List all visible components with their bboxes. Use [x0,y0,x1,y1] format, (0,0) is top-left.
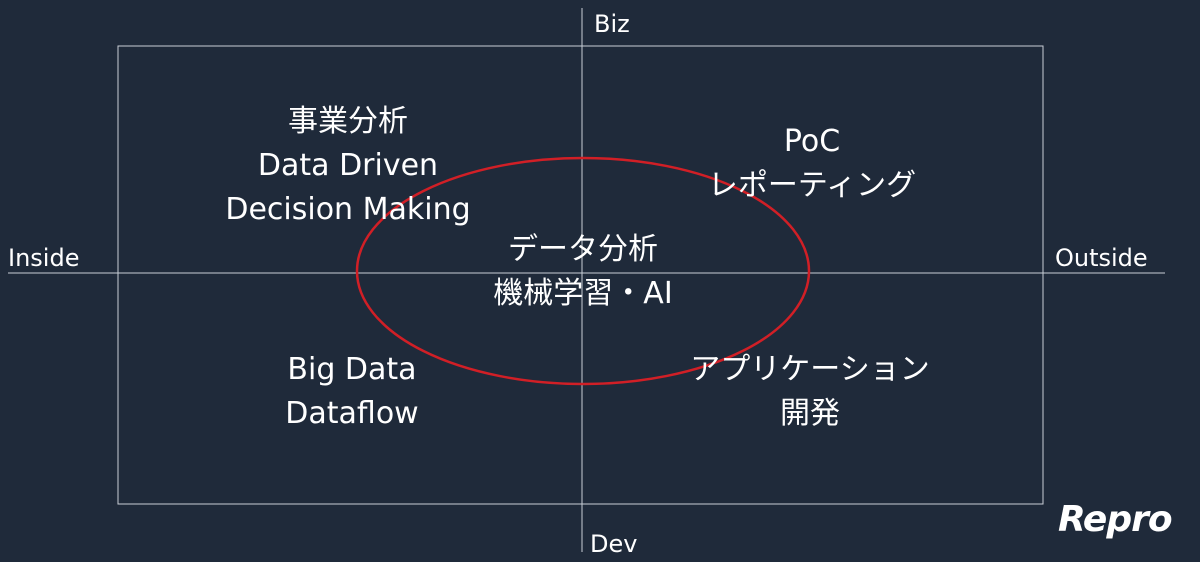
axis-label-left: Inside [8,244,80,272]
quadrant-center: データ分析 機械学習・AI [493,228,672,316]
quadrant-text-line: アプリケーション [690,352,930,387]
quadrant-text-line: 機械学習・AI [493,276,673,311]
repro-logo: Repro [1058,499,1173,540]
quadrant-top-right: PoC レポーティング [708,120,916,208]
quadrant-text-line: Decision Making [225,192,471,227]
quadrant-text-line: 事業分析 [287,104,408,139]
axis-label-top: Biz [594,10,630,38]
quadrant-bottom-right: アプリケーション 開発 [690,348,929,436]
quadrant-top-left: 事業分析 Data Driven Decision Making [225,100,470,232]
quadrant-text-line: Dataflow [285,396,419,431]
focus-ellipse [355,156,811,386]
axis-label-right: Outside [1055,244,1148,272]
quadrant-bottom-left: Big Data Dataflow [285,348,418,436]
quadrant-text-line: データ分析 [508,232,658,267]
axis-label-bottom: Dev [590,530,638,558]
quadrant-text-line: Big Data [287,352,417,387]
quadrant-text-line: レポーティング [707,168,917,203]
frame-rect [117,45,1044,505]
quadrant-text-line: PoC [783,124,841,159]
quadrant-text-line: 開発 [780,396,840,431]
quadrant-text-line: Data Driven [257,148,439,183]
